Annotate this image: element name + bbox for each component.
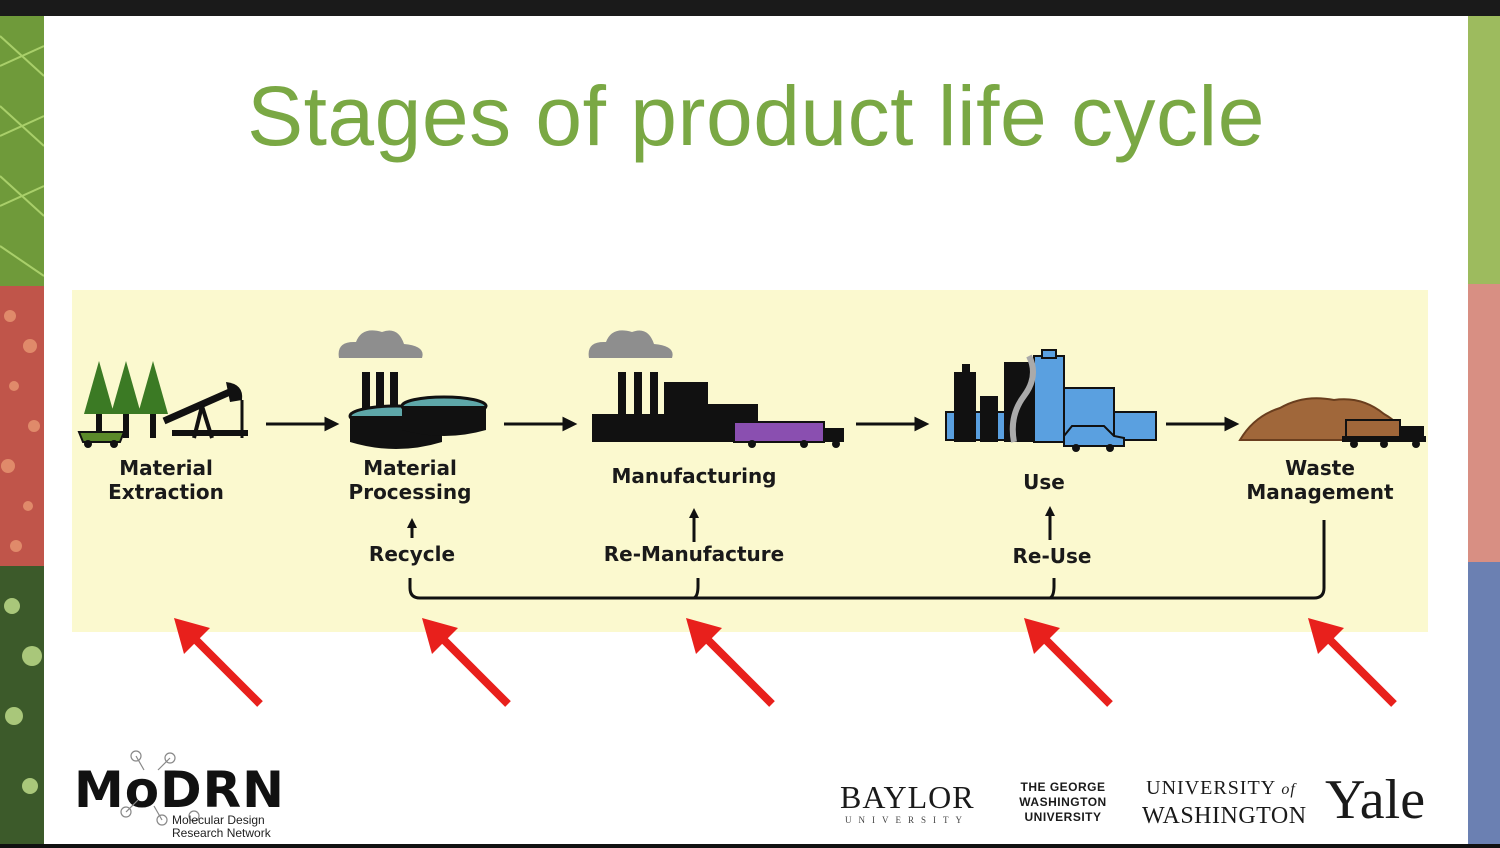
loop-label-re-manufacture: Re-Manufacture <box>603 542 785 566</box>
stage-label-waste-management: Waste Management <box>1246 456 1394 504</box>
uw-logo: UNIVERSITY of WASHINGTON <box>1142 776 1307 830</box>
return-loop-lines <box>408 512 1326 600</box>
slide-title: Stages of product life cycle <box>247 69 1265 163</box>
uw-line-2: WASHINGTON <box>1142 803 1307 829</box>
gwu-line-1: THE GEORGE <box>1020 780 1106 794</box>
gwu-line-3: UNIVERSITY <box>1024 810 1102 824</box>
stage-label-material-extraction: Material Extraction <box>108 456 224 504</box>
pointer-arrow-use <box>1024 618 1113 707</box>
uw-line-1: UNIVERSITY of <box>1142 776 1300 802</box>
window-top-bar <box>0 0 1500 16</box>
gwu-logo: THE GEORGE WASHINGTON UNIVERSITY <box>1012 780 1114 825</box>
pointer-arrow-waste-management <box>1308 618 1397 707</box>
stage-flow-arrows <box>266 416 1240 432</box>
pointer-arrows <box>174 618 1397 707</box>
baylor-logo: BAYLOR UNIVERSITY <box>840 780 974 826</box>
waste-management-icon <box>1238 397 1426 448</box>
stage-label-manufacturing: Manufacturing <box>611 464 777 488</box>
modrn-subtitle: Molecular Design Research Network <box>172 813 271 840</box>
stage-label-material-processing: Material Processing <box>348 456 472 504</box>
gwu-line-2: WASHINGTON <box>1019 795 1107 809</box>
life-cycle-diagram <box>77 330 1426 707</box>
modrn-molecule-icon <box>120 750 200 826</box>
pointer-arrow-manufacturing <box>686 618 775 707</box>
material-processing-icon <box>338 330 488 449</box>
uw-university: UNIVERSITY <box>1146 777 1276 799</box>
yale-logo: Yale <box>1324 769 1426 831</box>
loop-label-re-use: Re-Use <box>1012 544 1092 568</box>
modrn-wordmark: MoDRN <box>74 761 285 819</box>
life-cycle-panel <box>72 290 1428 632</box>
baylor-subtitle: UNIVERSITY <box>845 815 969 825</box>
use-icon <box>945 349 1157 452</box>
slide: Stages of product life cycle <box>44 16 1468 844</box>
modrn-logo: MoDRN Molecular Design Research Network <box>74 750 285 840</box>
left-photo-strip-graphic <box>0 16 44 844</box>
right-color-strip <box>1468 16 1500 844</box>
return-loop-arrowheads <box>407 506 1055 528</box>
right-color-strip-graphic <box>1468 16 1500 844</box>
stage-label-use: Use <box>1023 470 1065 494</box>
pointer-arrow-material-processing <box>422 618 511 707</box>
manufacturing-icon <box>588 330 844 448</box>
material-extraction-icon <box>77 361 248 448</box>
loop-label-recycle: Recycle <box>368 542 456 566</box>
left-photo-strip <box>0 16 44 844</box>
uw-of: of <box>1281 781 1296 798</box>
baylor-name: BAYLOR <box>840 779 975 815</box>
pointer-arrow-material-extraction <box>174 618 263 707</box>
